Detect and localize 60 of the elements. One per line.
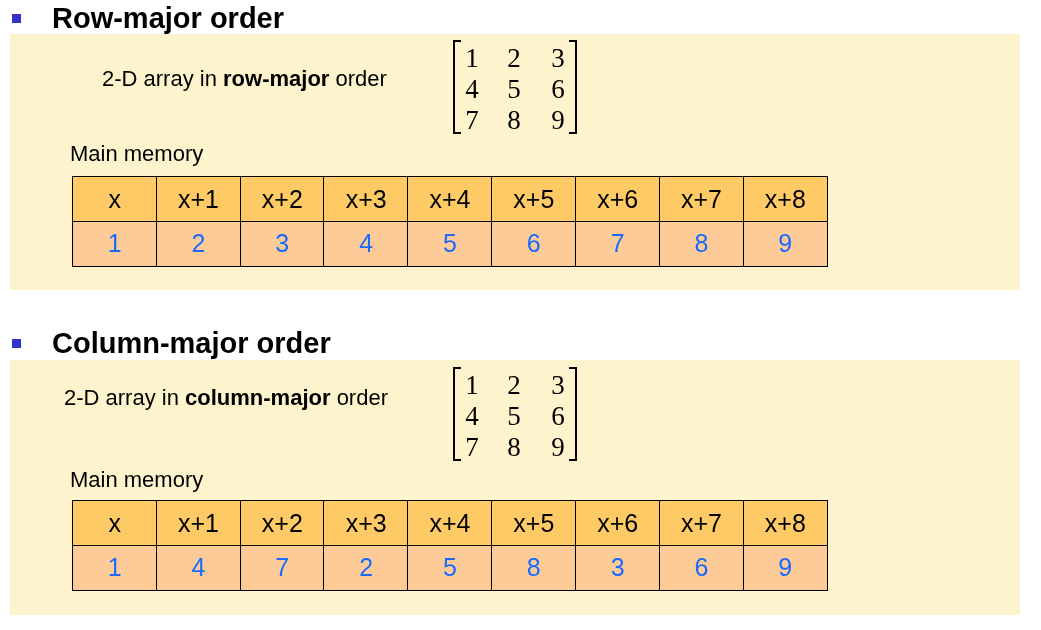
value-cell: 3 [239, 220, 325, 267]
matrix-entry: 3 [550, 370, 566, 400]
value-cell: 5 [407, 220, 493, 267]
description-text: 2-D array in column-major order [64, 385, 388, 411]
value-cell: 2 [155, 220, 242, 267]
matrix-entry: 8 [506, 105, 522, 135]
description-text: 2-D array in row-major order [102, 66, 387, 92]
matrix-entry: 1 [464, 43, 480, 73]
matrix-entry: 2 [506, 370, 522, 400]
value-cell: 2 [323, 544, 409, 591]
matrix-entry: 2 [506, 43, 522, 73]
matrix-entry: 7 [464, 105, 480, 135]
address-cell: x+5 [491, 500, 577, 546]
section-heading: Column-major order [52, 326, 331, 360]
address-cell: x+5 [491, 176, 577, 222]
address-cell: x+8 [742, 176, 828, 222]
matrix-entry: 6 [550, 74, 566, 104]
value-cell: 6 [491, 220, 577, 267]
matrix-entry: 1 [464, 370, 480, 400]
address-cell: x+2 [239, 176, 325, 222]
address-cell: x+1 [155, 500, 242, 546]
matrix-entry: 4 [464, 74, 480, 104]
value-cell: 1 [72, 544, 158, 591]
address-cell: x+2 [239, 500, 325, 546]
matrix-entry: 9 [550, 432, 566, 462]
value-cell: 6 [658, 544, 745, 591]
value-cell: 9 [742, 544, 828, 591]
address-cell: x+8 [742, 500, 828, 546]
value-cell: 4 [323, 220, 409, 267]
address-cell: x+6 [574, 176, 661, 222]
value-cell: 7 [239, 544, 325, 591]
address-cell: x [72, 176, 158, 222]
memory-caption: Main memory [70, 141, 204, 167]
value-cell: 9 [742, 220, 828, 267]
matrix-entry: 5 [506, 74, 522, 104]
matrix-entry: 9 [550, 105, 566, 135]
address-cell: x+7 [658, 500, 745, 546]
memory-caption: Main memory [70, 467, 204, 493]
matrix-entry: 6 [550, 401, 566, 431]
value-cell: 4 [155, 544, 242, 591]
address-cell: x+3 [323, 500, 409, 546]
address-cell: x [72, 500, 158, 546]
address-cell: x+4 [407, 500, 493, 546]
value-cell: 7 [574, 220, 661, 267]
address-cell: x+6 [574, 500, 661, 546]
value-cell: 3 [574, 544, 661, 591]
address-cell: x+3 [323, 176, 409, 222]
matrix-entry: 5 [506, 401, 522, 431]
value-cell: 1 [72, 220, 158, 267]
address-cell: x+1 [155, 176, 242, 222]
address-cell: x+4 [407, 176, 493, 222]
value-cell: 8 [491, 544, 577, 591]
matrix-entry: 7 [464, 432, 480, 462]
matrix-entry: 3 [550, 43, 566, 73]
address-cell: x+7 [658, 176, 745, 222]
value-cell: 5 [407, 544, 493, 591]
value-cell: 8 [658, 220, 745, 267]
matrix-entry: 8 [506, 432, 522, 462]
section-heading: Row-major order [52, 1, 285, 35]
matrix-entry: 4 [464, 401, 480, 431]
